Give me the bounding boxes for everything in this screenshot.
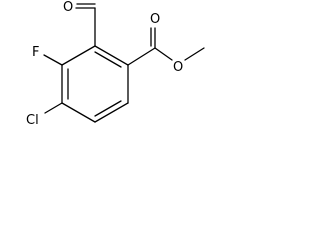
ring-bond-c4-c5 bbox=[61, 102, 96, 123]
aldehyde-oxygen-label: O bbox=[63, 0, 73, 15]
fluorine-bond bbox=[43, 54, 63, 66]
ring-double-bond-c5-c6 bbox=[94, 100, 122, 117]
chlorine-bond bbox=[44, 102, 63, 114]
ring-bond-c2-c3 bbox=[61, 45, 96, 66]
ester-bond-ring-c bbox=[127, 47, 156, 66]
ester-carbonyl-oxygen-label: O bbox=[150, 12, 160, 27]
ring-double-bond-c1-c2 bbox=[94, 51, 122, 68]
molecule-diagram: O F Cl O O bbox=[26, 0, 205, 128]
fluorine-label: F bbox=[32, 45, 39, 60]
chlorine-label: Cl bbox=[26, 113, 39, 128]
ester-bond-o-methyl bbox=[184, 47, 205, 61]
ester-bond-c-o bbox=[154, 47, 173, 61]
ring-bond-c5-c6 bbox=[94, 102, 129, 123]
ring-bond-c1-c2 bbox=[94, 45, 129, 66]
ester-ether-oxygen-label: O bbox=[173, 60, 183, 75]
